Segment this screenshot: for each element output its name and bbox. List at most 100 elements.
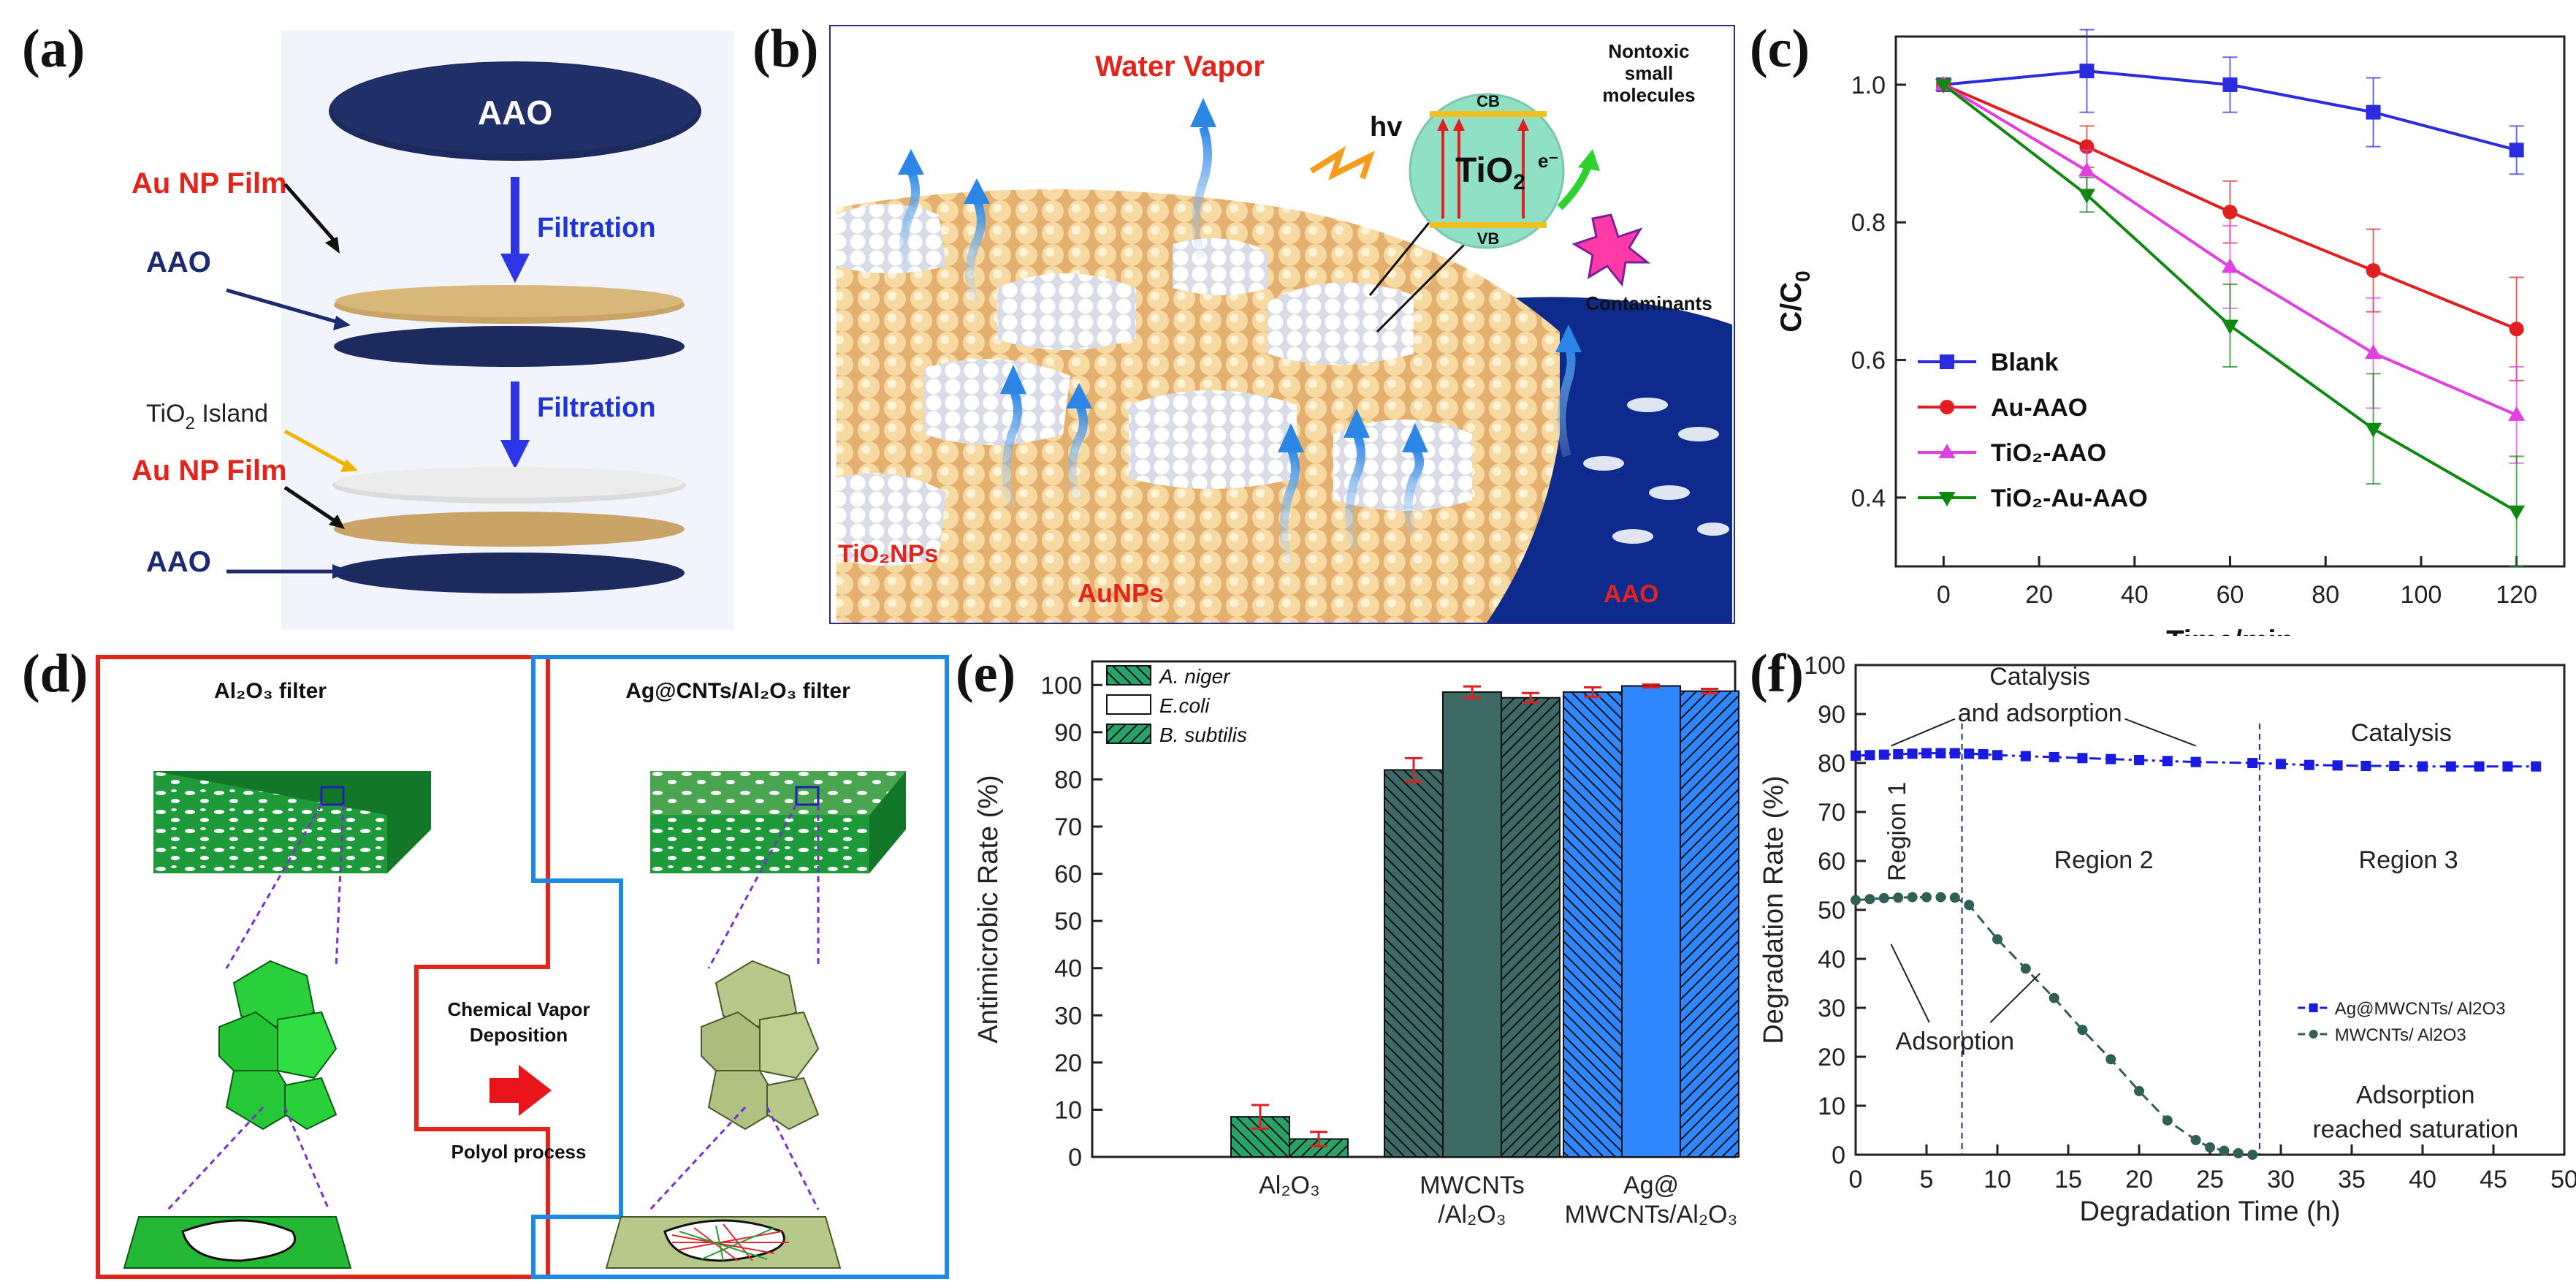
x-tick-label: 20 <box>2125 1166 2153 1193</box>
process-arrow-icon <box>519 1065 552 1116</box>
data-point <box>2303 759 2314 770</box>
data-point <box>2222 205 2238 220</box>
cnt-mesh <box>671 1223 789 1261</box>
cvd-line-1: Chemical Vapor <box>447 998 590 1020</box>
cb-label: CB <box>1476 92 1500 110</box>
panel-label-e: (e) <box>956 644 1016 704</box>
al2o3-slab <box>153 771 431 873</box>
y-axis-label: Antimicrobic Rate (%) <box>973 775 1004 1043</box>
filtration-label-1: Filtration <box>537 213 656 243</box>
data-point <box>2365 422 2382 438</box>
y-axis-label: C/C0 <box>1775 270 1814 332</box>
series-line <box>1855 896 2253 1156</box>
legend-marker <box>2309 1003 2318 1012</box>
y-tick-label: 80 <box>1818 750 1845 778</box>
data-point <box>2162 1115 2173 1126</box>
legend-swatch <box>1106 665 1151 686</box>
aao-label-1: AAO <box>146 246 211 278</box>
x-tick-label: 60 <box>2217 581 2244 609</box>
data-point <box>2360 761 2371 772</box>
legend-swatch <box>1106 724 1151 744</box>
vapor-arrows <box>898 98 1582 567</box>
data-point <box>2190 756 2201 767</box>
filtration-arrow-1 <box>500 254 530 283</box>
y-tick-label: 30 <box>1818 995 1845 1022</box>
data-point <box>1964 900 1975 911</box>
data-point <box>2219 1145 2230 1156</box>
data-point <box>1935 892 1946 903</box>
data-point <box>2445 761 2456 772</box>
legend-swatch <box>1106 694 1151 715</box>
data-point <box>2106 1054 2116 1065</box>
y-tick-label: 0 <box>1068 1144 1082 1172</box>
annotation-catalysis-adsorption-2: and adsorption <box>1958 699 2122 727</box>
y-tick-label: 60 <box>1054 861 1082 889</box>
data-point <box>1907 748 1918 759</box>
data-point <box>1992 934 2003 945</box>
data-point <box>2366 263 2381 278</box>
data-point <box>1935 78 1952 94</box>
aao-base-label: AAO <box>1604 580 1659 608</box>
data-point <box>1864 894 1875 905</box>
x-tick-label: 120 <box>2496 581 2537 609</box>
tio2-cluster <box>837 204 946 273</box>
y-tick-label: 20 <box>1818 1044 1845 1071</box>
y-tick-label: 50 <box>1818 897 1845 925</box>
annotation-arrow <box>2125 718 2196 747</box>
data-point <box>1992 750 2003 761</box>
y-tick-label: 60 <box>1818 848 1845 876</box>
y-tick-label: 0.8 <box>1851 209 1886 237</box>
data-point <box>1935 748 1946 759</box>
panel-label-d: (d) <box>22 644 88 704</box>
legend-marker <box>2309 1030 2318 1039</box>
legend-marker <box>1940 354 1954 369</box>
data-point <box>1921 748 1932 759</box>
data-point <box>2190 1134 2201 1145</box>
data-point <box>2474 761 2485 772</box>
legend-label: MWCNTs/ Al2O3 <box>2335 1025 2466 1045</box>
x-tick-label: 50 <box>2550 1166 2576 1193</box>
data-point <box>2049 992 2059 1003</box>
y-tick-label: 0.6 <box>1851 347 1886 375</box>
data-point <box>2247 1150 2258 1160</box>
data-point <box>2079 64 2095 79</box>
panel-label-b: (b) <box>752 19 819 79</box>
data-point <box>1978 748 1989 759</box>
bar <box>1442 691 1502 1158</box>
panel-label-a: (a) <box>22 19 85 79</box>
x-tick-label: 45 <box>2480 1166 2507 1193</box>
x-tick-label: 80 <box>2312 581 2339 609</box>
annotation-arrow <box>1890 944 1930 1023</box>
data-point <box>2366 105 2381 120</box>
data-point <box>2508 406 2526 421</box>
data-point <box>2049 751 2059 762</box>
y-tick-label: 70 <box>1818 799 1845 827</box>
annotation-region-3: Region 3 <box>2359 846 2458 874</box>
data-point <box>2020 963 2031 974</box>
y-tick-label: 1.0 <box>1851 72 1886 99</box>
nontoxic-line-2: small <box>1625 62 1674 84</box>
y-tick-label: 90 <box>1054 719 1082 747</box>
contaminant-star-icon <box>1571 213 1651 287</box>
legend-marker <box>1938 492 1956 506</box>
data-point <box>1893 748 1904 759</box>
x-tick-label: 40 <box>2121 581 2149 609</box>
data-point <box>2222 258 2238 273</box>
data-point <box>2077 1025 2088 1036</box>
ag-cnt-filter-title: Ag@CNTs/Al₂O₃ filter <box>625 679 850 703</box>
category-label: MWCNTs <box>1420 1172 1525 1199</box>
y-tick-label: 40 <box>1818 946 1845 973</box>
data-point <box>2134 754 2144 765</box>
light-bolt-icon <box>1309 145 1375 181</box>
x-tick-label: 5 <box>1920 1166 1934 1193</box>
legend-label: TiO₂-Au-AAO <box>1991 485 2148 512</box>
polyol-process-label: Polyol process <box>451 1141 587 1163</box>
y-tick-label: 10 <box>1054 1096 1082 1124</box>
data-point <box>2233 1147 2244 1158</box>
vb-label: VB <box>1477 229 1500 248</box>
x-tick-label: 25 <box>2196 1166 2224 1193</box>
green-arrow-icon <box>1578 149 1600 171</box>
